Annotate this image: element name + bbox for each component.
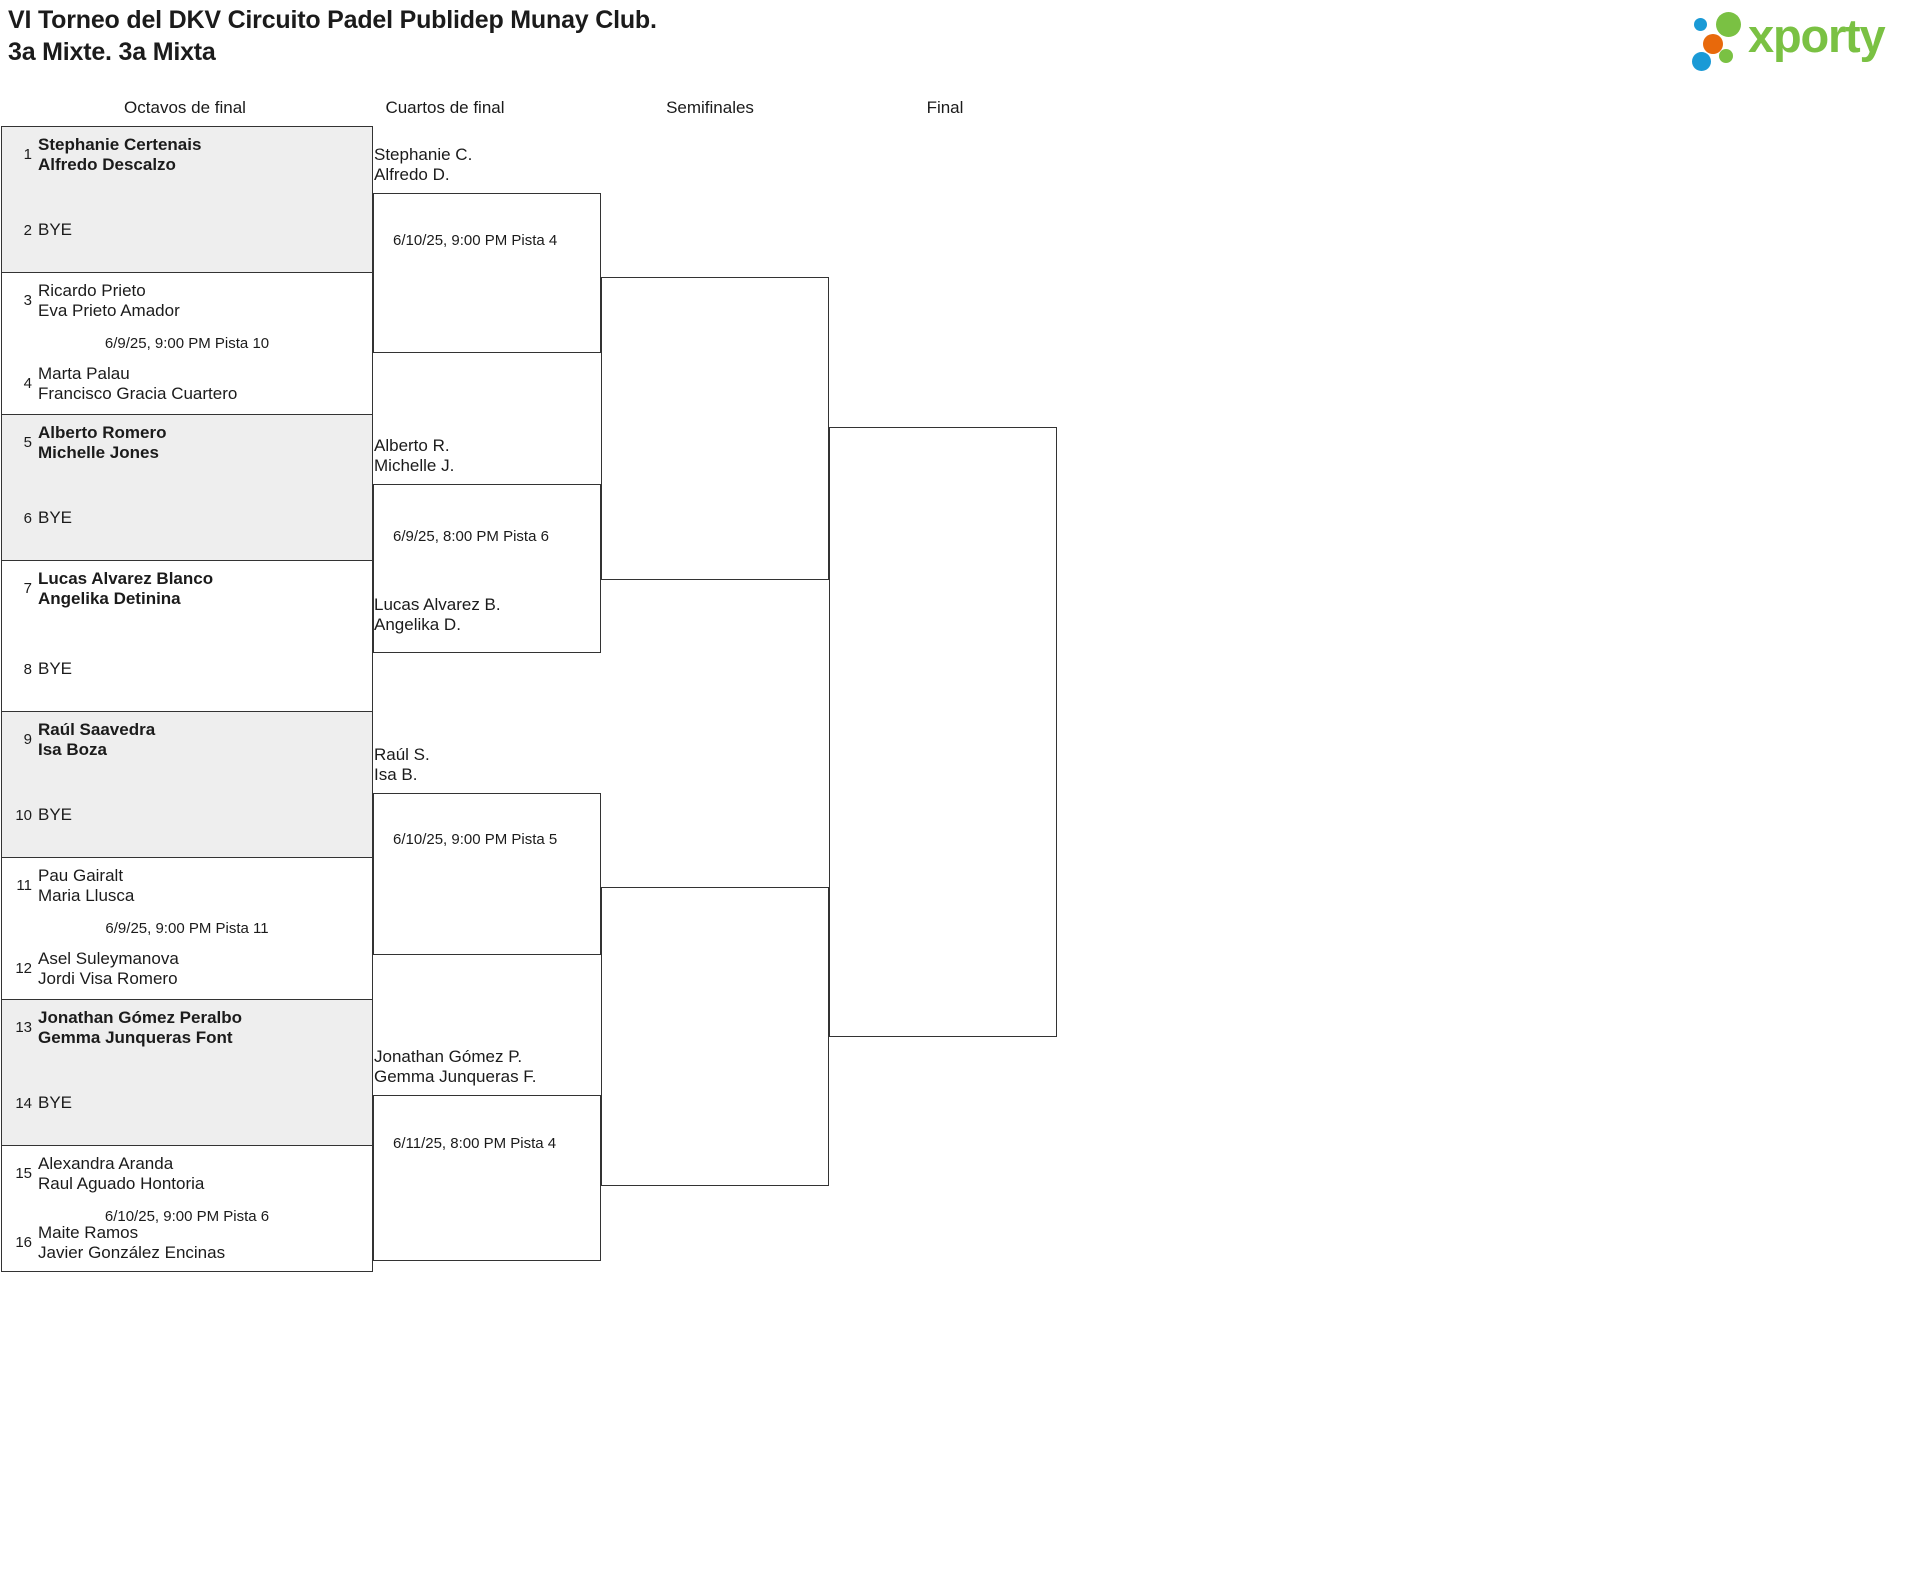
seed-number: 1 xyxy=(23,146,32,163)
octavos-slot-10[interactable]: 10 BYE xyxy=(2,805,372,849)
tournament-title-line-2: 3a Mixte. 3a Mixta xyxy=(8,38,216,66)
semifinal-match-2-box[interactable] xyxy=(601,887,829,1186)
round-header-final: Final xyxy=(926,98,964,117)
round-header-semifinales: Semifinales xyxy=(666,98,754,117)
cuartos-slot-7[interactable]: Jonathan Gómez P.Gemma Junqueras F. xyxy=(374,1047,537,1086)
match-info: 6/10/25, 9:00 PM Pista 6 xyxy=(104,1208,270,1225)
cuartos-match-3-box[interactable] xyxy=(373,793,601,955)
seed-number: 2 xyxy=(23,222,32,239)
octavos-slot-8[interactable]: 8 BYE xyxy=(2,659,372,703)
seed-number: 10 xyxy=(15,807,32,824)
cuartos-match-2-box[interactable] xyxy=(373,484,601,653)
seed-number: 3 xyxy=(23,292,32,309)
bye-label: BYE xyxy=(38,659,73,678)
seed-number: 14 xyxy=(15,1095,32,1112)
seed-number: 15 xyxy=(15,1165,32,1182)
final-match-box[interactable] xyxy=(829,427,1057,1037)
seed-number: 12 xyxy=(15,960,32,977)
octavos-slot-14[interactable]: 14 BYE xyxy=(2,1093,372,1137)
match-info: 6/10/25, 9:00 PM Pista 4 xyxy=(393,232,558,249)
seed-number: 9 xyxy=(23,731,32,748)
octavos-slot-6[interactable]: 6 BYE xyxy=(2,508,372,552)
match-info: 6/9/25, 9:00 PM Pista 10 xyxy=(104,335,270,352)
seed-number: 16 xyxy=(15,1234,32,1251)
round-header-octavos: Octavos de final xyxy=(124,98,246,117)
seed-number: 8 xyxy=(23,661,32,678)
cuartos-slot-3[interactable]: Alberto R.Michelle J. xyxy=(374,436,455,475)
seed-number: 11 xyxy=(16,877,32,894)
round-header-cuartos: Cuartos de final xyxy=(385,98,505,117)
logo-wordmark: xporty xyxy=(1748,9,1886,62)
seed-number: 6 xyxy=(23,510,32,527)
bye-label: BYE xyxy=(38,220,73,239)
bye-label: BYE xyxy=(38,805,73,824)
bye-label: BYE xyxy=(38,1093,73,1112)
match-info: 6/9/25, 8:00 PM Pista 6 xyxy=(393,528,549,545)
seed-number: 5 xyxy=(23,434,32,451)
bye-label: BYE xyxy=(38,508,73,527)
seed-number: 4 xyxy=(23,375,32,392)
xporty-logo[interactable]: xporty xyxy=(1692,2,1912,72)
match-info: 6/10/25, 9:00 PM Pista 5 xyxy=(393,831,558,848)
match-info: 6/11/25, 8:00 PM Pista 4 xyxy=(393,1135,557,1152)
tournament-title-line-1: VI Torneo del DKV Circuito Padel Publide… xyxy=(8,6,657,34)
cuartos-match-1-box[interactable] xyxy=(373,193,601,353)
cuartos-slot-4[interactable]: Lucas Alvarez B.Angelika D. xyxy=(374,595,501,634)
logo-dot-blue-large-icon xyxy=(1692,52,1711,71)
logo-dots-icon xyxy=(1692,8,1780,71)
seed-number: 7 xyxy=(23,580,32,597)
cuartos-match-4-box[interactable] xyxy=(373,1095,601,1261)
cuartos-slot-5[interactable]: Raúl S.Isa B. xyxy=(374,745,430,784)
logo-dot-green-small-icon xyxy=(1719,49,1733,63)
logo-dot-orange-icon xyxy=(1703,34,1723,54)
cuartos-slot-1[interactable]: Stephanie C.Alfredo D. xyxy=(374,145,473,184)
match-info: 6/9/25, 9:00 PM Pista 11 xyxy=(105,920,269,937)
semifinal-match-1-box[interactable] xyxy=(601,277,829,580)
logo-dot-blue-small-icon xyxy=(1694,18,1707,31)
seed-number: 13 xyxy=(15,1019,32,1036)
octavos-slot-2[interactable]: 2 BYE xyxy=(2,220,372,264)
logo-dot-green-large-icon xyxy=(1716,12,1741,37)
page-title: VI Torneo del DKV Circuito Padel Publide… xyxy=(8,4,1308,68)
